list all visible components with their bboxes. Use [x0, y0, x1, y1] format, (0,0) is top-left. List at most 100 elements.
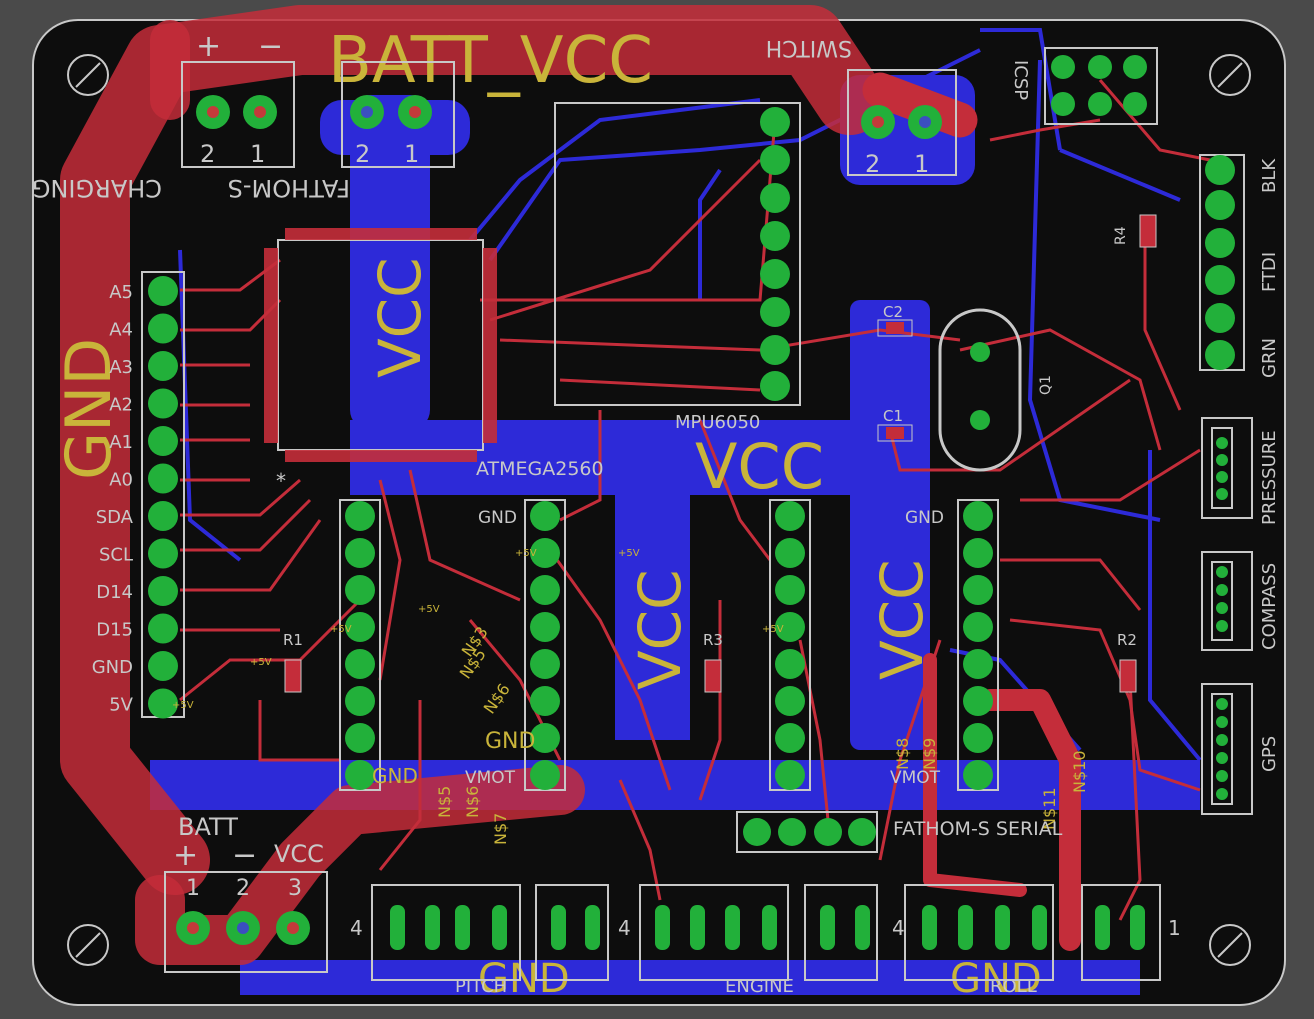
left-header-pin: [148, 426, 178, 456]
fathom-serial-header: FATHOM-S SERIAL: [736, 811, 1063, 853]
svg-text:R1: R1: [283, 631, 303, 649]
svg-text:R2: R2: [1117, 631, 1137, 649]
svg-text:GND: GND: [485, 729, 535, 754]
svg-text:+5V: +5V: [762, 624, 784, 635]
svg-text:FATHOM-S: FATHOM-S: [228, 174, 350, 202]
svg-text:+5V: +5V: [172, 700, 194, 711]
left-header-pin: [148, 501, 178, 531]
top-copper-traces: [179, 79, 1211, 921]
vcc-mid-left-label: VCC: [626, 569, 694, 690]
charging-connector: + − 2 1 CHARGING: [32, 29, 295, 202]
capacitor-c2: C2: [877, 303, 913, 337]
left-header-pin: [148, 276, 178, 306]
small-net-labels: +5V +5V +5V +5V +5V +5V +5V N$3 N$5 N$6 …: [172, 548, 1089, 845]
switch-connector: 2 1 SWITCH: [766, 35, 957, 178]
svg-text:PRESSURE: PRESSURE: [1259, 430, 1280, 525]
svg-text:−: −: [258, 29, 283, 64]
left-header-pin: [148, 576, 178, 606]
svg-text:N$7: N$7: [491, 813, 510, 845]
left-header-label: SDA: [96, 507, 134, 528]
left-header-label: 5V: [109, 695, 133, 716]
svg-text:+5V: +5V: [330, 624, 352, 635]
svg-text:4: 4: [618, 916, 631, 940]
svg-text:VMOT: VMOT: [890, 768, 941, 788]
svg-text:ROLL: ROLL: [990, 976, 1037, 997]
svg-text:2: 2: [236, 876, 250, 901]
capacitor-c1: C1: [877, 407, 913, 442]
svg-text:GND: GND: [372, 764, 418, 788]
svg-text:2: 2: [200, 140, 215, 168]
svg-text:N$11: N$11: [1040, 787, 1059, 830]
svg-text:R4: R4: [1113, 226, 1129, 245]
mount-hole-top-left: [67, 54, 109, 96]
batt-connector: BATT + − VCC 1 2 3: [164, 813, 328, 973]
svg-text:2: 2: [865, 150, 880, 178]
mount-hole-bottom-right: [1209, 924, 1251, 966]
svg-text:N$10: N$10: [1070, 750, 1089, 793]
fathom-s-connector: 2 1 FATHOM-S: [228, 61, 455, 202]
svg-text:−: −: [232, 838, 257, 873]
svg-text:+5V: +5V: [250, 657, 272, 668]
svg-text:1: 1: [1168, 916, 1181, 940]
left-header-label: A5: [109, 282, 133, 303]
left-header-pin: [148, 351, 178, 381]
svg-text:BATT: BATT: [178, 813, 238, 841]
svg-text:Q1: Q1: [1038, 375, 1054, 395]
svg-text:+: +: [196, 29, 221, 64]
atmega-label: ATMEGA2560: [476, 458, 604, 480]
mount-hole-top-right: [1209, 54, 1251, 96]
svg-text:VCC: VCC: [274, 840, 324, 868]
svg-text:4: 4: [892, 916, 905, 940]
engine-connector: 4 ENGINE: [618, 884, 878, 997]
pitch-connector: 4 PITCH: [350, 884, 609, 997]
left-header-pin: [148, 538, 178, 569]
svg-text:BLK: BLK: [1259, 158, 1280, 193]
header-c: [769, 499, 811, 791]
mounting-holes: [67, 54, 1251, 966]
svg-text:4: 4: [350, 916, 363, 940]
gps-connector: GPS: [1201, 683, 1280, 815]
svg-text:*: *: [276, 469, 286, 493]
left-header-pin: [148, 388, 178, 419]
svg-text:SWITCH: SWITCH: [766, 35, 852, 60]
svg-text:R3: R3: [703, 631, 723, 649]
left-header-label: D14: [96, 582, 133, 603]
roll-connector: 4 1 ROLL: [892, 884, 1181, 997]
header-a: [339, 499, 381, 791]
mpu6050-module: MPU6050: [554, 102, 801, 433]
resistor-r1: R1: [283, 631, 303, 693]
left-header-label: A4: [109, 320, 133, 341]
left-header-label: A1: [109, 432, 133, 453]
mount-hole-bottom-left: [67, 924, 109, 966]
svg-text:FTDI: FTDI: [1259, 252, 1280, 292]
svg-text:GPS: GPS: [1259, 736, 1280, 772]
svg-text:PITCH: PITCH: [455, 976, 507, 997]
pressure-connector: PRESSURE: [1201, 417, 1280, 525]
svg-text:GRN: GRN: [1259, 338, 1280, 378]
svg-text:FATHOM-S SERIAL: FATHOM-S SERIAL: [893, 818, 1063, 840]
gnd-left-label: GND: [52, 338, 125, 480]
svg-text:N$5: N$5: [435, 786, 454, 818]
svg-text:C1: C1: [883, 407, 903, 425]
resistor-r4: R4: [1113, 214, 1157, 248]
svg-text:1: 1: [404, 140, 419, 168]
svg-text:CHARGING: CHARGING: [32, 174, 162, 202]
crystal-q1: Q1: [938, 308, 1054, 472]
ftdi-header: BLK FTDI GRN: [1199, 154, 1280, 378]
left-header-label: SCL: [99, 545, 133, 566]
icsp-header: ICSP: [1010, 47, 1158, 125]
resistor-r2: R2: [1117, 631, 1137, 693]
svg-text:C2: C2: [883, 303, 903, 321]
left-header-label: GND: [92, 657, 133, 678]
svg-text:GND: GND: [478, 508, 517, 528]
left-header-pin: [148, 651, 178, 681]
header-b: GND GND VMOT GND: [372, 499, 566, 791]
mpu-label: MPU6050: [675, 412, 760, 433]
left-header-label: A0: [109, 470, 133, 491]
svg-text:GND: GND: [905, 508, 944, 528]
svg-text:1: 1: [250, 140, 265, 168]
atmega2560-chip: * ATMEGA2560: [264, 228, 604, 493]
left-header-pin: [148, 688, 178, 719]
